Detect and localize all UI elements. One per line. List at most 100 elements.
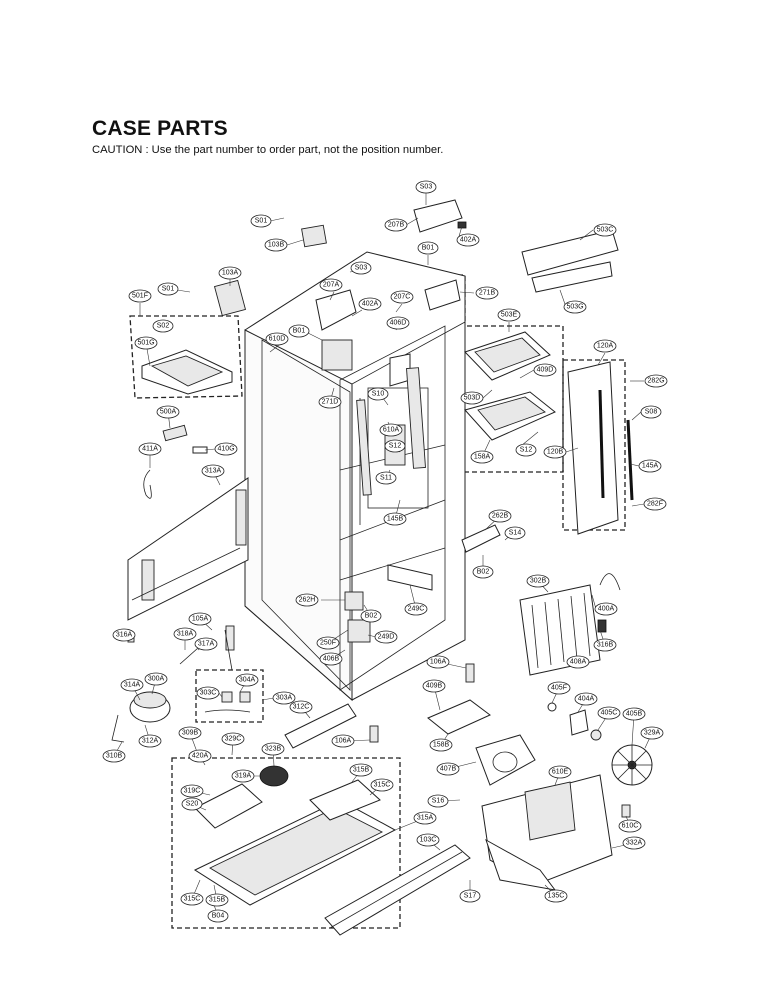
- callout-315C: 315C: [370, 778, 394, 792]
- callout-text: 317A: [198, 641, 215, 648]
- callout-S10: S10: [367, 387, 389, 401]
- callout-text: 318A: [177, 631, 194, 638]
- callout-text: 145B: [387, 516, 404, 523]
- caution-note: CAUTION : Use the part number to order p…: [92, 144, 444, 156]
- callout-405B: 405B: [622, 707, 646, 721]
- callout-120B: 120B: [543, 445, 567, 459]
- callout-B02b: B02: [360, 609, 382, 623]
- callout-135C: 135C: [544, 889, 568, 903]
- callout-249C: 249C: [404, 602, 428, 616]
- callout-text: 262H: [299, 597, 316, 604]
- callout-103C: 103C: [416, 833, 440, 847]
- callout-text: 262B: [492, 513, 509, 520]
- callout-text: 120A: [597, 343, 614, 350]
- callout-text: 282G: [647, 378, 664, 385]
- callout-text: 316B: [597, 642, 614, 649]
- callout-text: 271B: [479, 290, 496, 297]
- callout-262H: 262H: [295, 593, 319, 607]
- callout-text: 610D: [269, 336, 286, 343]
- base-plate-315A: [193, 779, 397, 906]
- callout-text: 135C: [548, 893, 565, 900]
- callout-text: 300A: [148, 676, 165, 683]
- callout-text: 106A: [335, 738, 352, 745]
- callout-text: 407B: [440, 766, 457, 773]
- lower-parts: [225, 524, 501, 651]
- callout-420A: 420A: [188, 749, 212, 763]
- callout-text: 249D: [378, 634, 395, 641]
- page-title: CASE PARTS: [92, 117, 228, 140]
- callout-text: 610C: [622, 823, 639, 830]
- callout-406D: 406D: [386, 316, 410, 330]
- callout-271B: 271B: [475, 286, 499, 300]
- callout-text: 503C: [597, 227, 614, 234]
- callout-text: S03: [355, 265, 368, 272]
- callout-S17: S17: [459, 889, 481, 903]
- callout-315A: 315A: [413, 811, 437, 825]
- relay-303C: [204, 691, 251, 713]
- callout-text: 406B: [323, 656, 340, 663]
- cover-312C: [284, 663, 475, 749]
- callout-text: B02: [365, 613, 378, 620]
- callout-text: 106A: [430, 659, 447, 666]
- callout-282G: 282G: [644, 374, 668, 388]
- callout-405F: 405F: [547, 681, 571, 695]
- callout-text: S16: [432, 798, 445, 805]
- callout-S12a: S12: [384, 439, 406, 453]
- callout-text: 319A: [235, 773, 252, 780]
- callout-text: 250F: [320, 640, 336, 647]
- callout-text: 313A: [205, 468, 222, 475]
- callout-503E: 503E: [497, 308, 521, 322]
- callout-text: 120B: [547, 449, 564, 456]
- callout-610A: 610A: [379, 423, 403, 437]
- callout-text: 501G: [137, 340, 154, 347]
- callout-106Ab: 106A: [331, 734, 355, 748]
- callout-text: S01: [162, 286, 175, 293]
- callout-text: B01: [422, 245, 435, 252]
- condenser-302B: [519, 573, 621, 676]
- callout-329C: 329C: [221, 732, 245, 746]
- callout-text: 105A: [192, 616, 209, 623]
- callout-302B: 302B: [526, 574, 550, 588]
- callout-text: 503E: [501, 312, 518, 319]
- callout-text: S03: [420, 184, 433, 191]
- callout-text: S20: [186, 801, 199, 808]
- callout-S11: S11: [375, 471, 397, 485]
- callout-text: 404A: [578, 696, 595, 703]
- callout-408A: 408A: [566, 655, 590, 669]
- callout-text: 310B: [106, 753, 123, 760]
- callout-145B: 145B: [383, 512, 407, 526]
- callout-500A: 500A: [156, 405, 180, 419]
- callout-text: 410G: [217, 446, 234, 453]
- callout-304A: 304A: [235, 673, 259, 687]
- callout-158B: 158B: [429, 738, 453, 752]
- callout-text: 249C: [408, 606, 425, 613]
- callout-text: 420A: [192, 753, 209, 760]
- callout-text: 304A: [239, 677, 256, 684]
- callout-text: S10: [372, 391, 385, 398]
- callout-text: 207A: [323, 282, 340, 289]
- callout-S12b: S12: [515, 443, 537, 457]
- callout-271D: 271D: [318, 395, 342, 409]
- callout-313A: 313A: [201, 464, 225, 478]
- callout-B04: B04: [207, 909, 229, 923]
- callout-text: 282F: [647, 501, 663, 508]
- callout-262B: 262B: [488, 509, 512, 523]
- callout-207A: 207A: [319, 278, 343, 292]
- callout-106Aa: 106A: [426, 655, 450, 669]
- callout-text: 610E: [552, 769, 569, 776]
- callout-text: 315B: [209, 897, 226, 904]
- callout-312A: 312A: [138, 734, 162, 748]
- callout-315B: 315B: [349, 763, 373, 777]
- callout-text: 309B: [182, 730, 199, 737]
- callout-S20: S20: [181, 797, 203, 811]
- callout-303C: 303C: [196, 686, 220, 700]
- callout-103B: 103B: [264, 238, 288, 252]
- callout-503D: 503D: [460, 391, 484, 405]
- callout-text: 312C: [293, 704, 310, 711]
- callout-text: 314A: [124, 682, 141, 689]
- callout-610C: 610C: [618, 819, 642, 833]
- callout-text: 501F: [132, 293, 148, 300]
- callout-text: 145A: [642, 463, 659, 470]
- callout-300A: 300A: [144, 672, 168, 686]
- callout-S03b: S03: [350, 261, 372, 275]
